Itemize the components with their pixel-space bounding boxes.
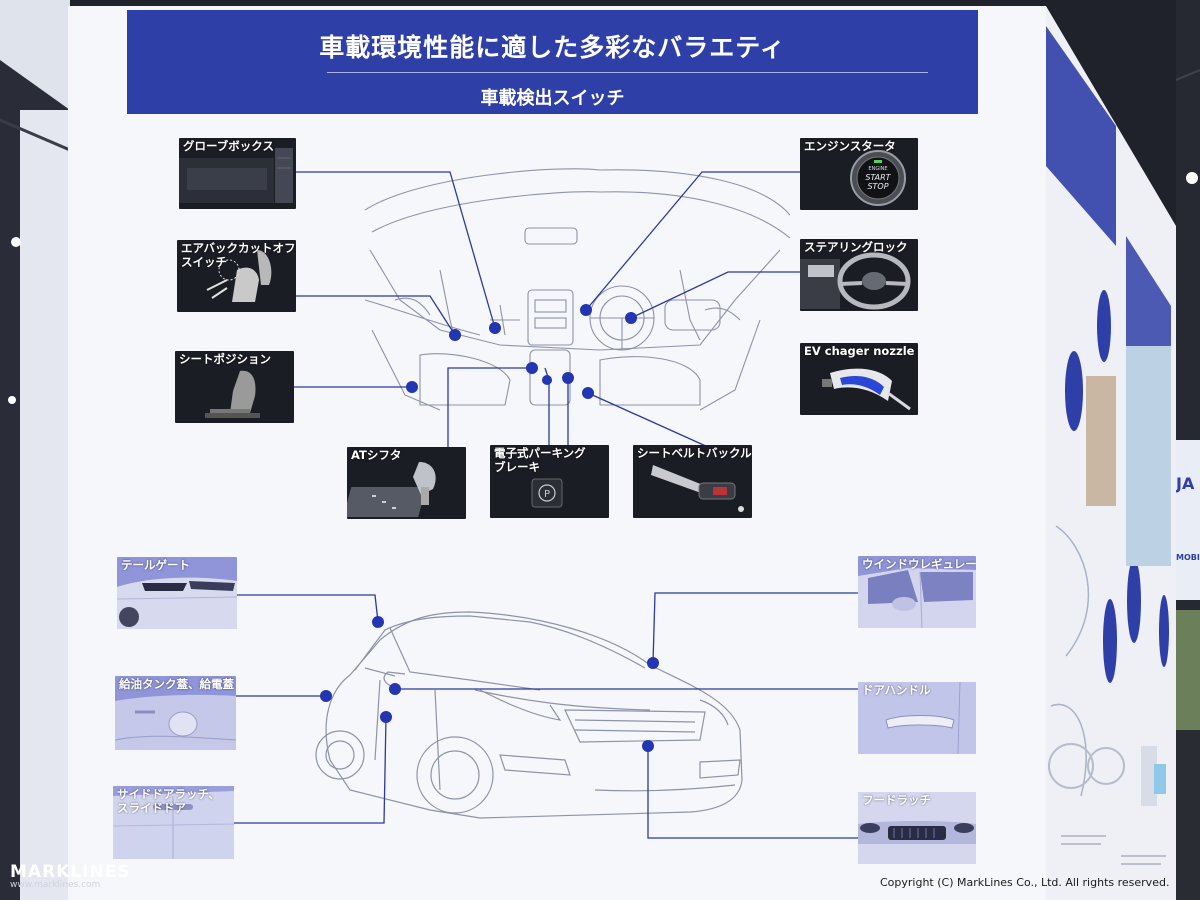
- photo-glovebox: グローブボックス: [179, 138, 296, 209]
- header-divider: [327, 72, 928, 73]
- label-engine: エンジンスタータ: [804, 139, 896, 153]
- photo-hood: フードラッチ: [858, 792, 976, 864]
- side-panel: [1046, 6, 1176, 900]
- photo-tailgate: テールゲート: [117, 557, 237, 629]
- airbag-seat-image: [206, 250, 272, 302]
- page-subtitle: 車載検出スイッチ: [480, 88, 625, 109]
- engine-start-button-image: ENGINE START STOP: [850, 150, 906, 206]
- seatbelt-buckle-image: [651, 465, 744, 512]
- label-slide: サイドドアラッチ、 スライドドア: [117, 787, 220, 815]
- page-title: 車載環境性能に適した多彩なバラエティ: [319, 33, 786, 62]
- car-illustration: [315, 611, 743, 819]
- photo-steering: ステアリングロック: [800, 239, 918, 311]
- label-steering: ステアリングロック: [804, 240, 908, 254]
- label-airbag: エアバックカットオフ スイッチ: [181, 241, 296, 269]
- window-regulator-image: [858, 568, 976, 628]
- label-glovebox: グローブボックス: [183, 139, 274, 153]
- copyright-notice: Copyright (C) MarkLines Co., Ltd. All ri…: [880, 876, 1170, 889]
- connector-dots: [320, 304, 659, 752]
- label-tailgate: テールゲート: [121, 558, 190, 572]
- connector-lines: [234, 171, 858, 839]
- brand-name: MARKLINES: [10, 862, 131, 882]
- photo-shifter: ATシフタ: [347, 447, 466, 519]
- label-hood: フードラッチ: [862, 793, 931, 807]
- label-parking-line2: ブレーキ: [494, 460, 540, 474]
- label-fuel: 給油タンク蓋、給電蓋: [119, 677, 234, 691]
- tailgate-image: [117, 577, 237, 629]
- ev-nozzle-image: [822, 368, 911, 411]
- label-slide-line2: スライドドア: [117, 801, 186, 815]
- cockpit-illustration: [364, 168, 791, 411]
- engine-button-text-2: START: [865, 173, 891, 182]
- glovebox-image: [179, 148, 293, 203]
- label-airbag-line2: スイッチ: [181, 255, 227, 269]
- label-parking-line1: 電子式パーキング: [494, 446, 586, 460]
- photo-seatbelt: シートベルトバックル: [633, 445, 752, 518]
- photo-doorhandle: ドアハンドル: [858, 682, 976, 754]
- parking-symbol: P: [544, 489, 550, 500]
- engine-button-text-1: ENGINE: [868, 166, 887, 172]
- fuel-lid-image: [115, 694, 236, 750]
- photo-fuel: 給油タンク蓋、給電蓋: [115, 676, 236, 750]
- label-shifter: ATシフタ: [351, 448, 402, 462]
- photo-engine: ENGINE START STOP エンジンスタータ: [800, 138, 918, 210]
- slide-door-image: [113, 786, 234, 859]
- booth-sign-text: JA: [1176, 474, 1195, 493]
- photo-ev: EV chager nozzle: [800, 343, 918, 415]
- label-slide-line1: サイドドアラッチ、: [117, 787, 220, 801]
- label-seat: シートポジション: [179, 352, 271, 366]
- panel-header: 車載環境性能に適した多彩なバラエティ 車載検出スイッチ: [127, 10, 978, 114]
- photo-window: ウインドウレギュレータ: [858, 556, 976, 628]
- shifter-image: [347, 462, 436, 517]
- seat-image: [205, 370, 260, 418]
- door-handle-image: [858, 682, 976, 754]
- label-window: ウインドウレギュレータ: [862, 557, 976, 571]
- photo-parking: P 電子式パーキング ブレーキ: [490, 445, 609, 518]
- label-ev: EV chager nozzle: [804, 344, 915, 358]
- photo-seat: シートポジション: [175, 351, 294, 423]
- steering-wheel-image: [800, 252, 911, 310]
- label-seatbelt: シートベルトバックル: [637, 446, 752, 460]
- brand-logo: MARKLINES www.marklines.com: [10, 862, 131, 890]
- booth-sign: JA MOBILITY: [1176, 440, 1200, 600]
- parking-brake-image: P: [531, 478, 563, 508]
- photo-slide: サイドドアラッチ、 スライドドア: [113, 786, 234, 859]
- engine-button-text-3: STOP: [867, 182, 888, 191]
- booth-sign-text-2: MOBILITY: [1176, 553, 1200, 562]
- label-doorhandle: ドアハンドル: [862, 683, 931, 697]
- hood-latch-image: [858, 792, 976, 864]
- label-airbag-line1: エアバックカットオフ: [181, 241, 296, 255]
- brand-url: www.marklines.com: [10, 880, 101, 890]
- photo-airbag: エアバックカットオフ スイッチ: [177, 240, 296, 312]
- label-parking: 電子式パーキング ブレーキ: [494, 446, 586, 474]
